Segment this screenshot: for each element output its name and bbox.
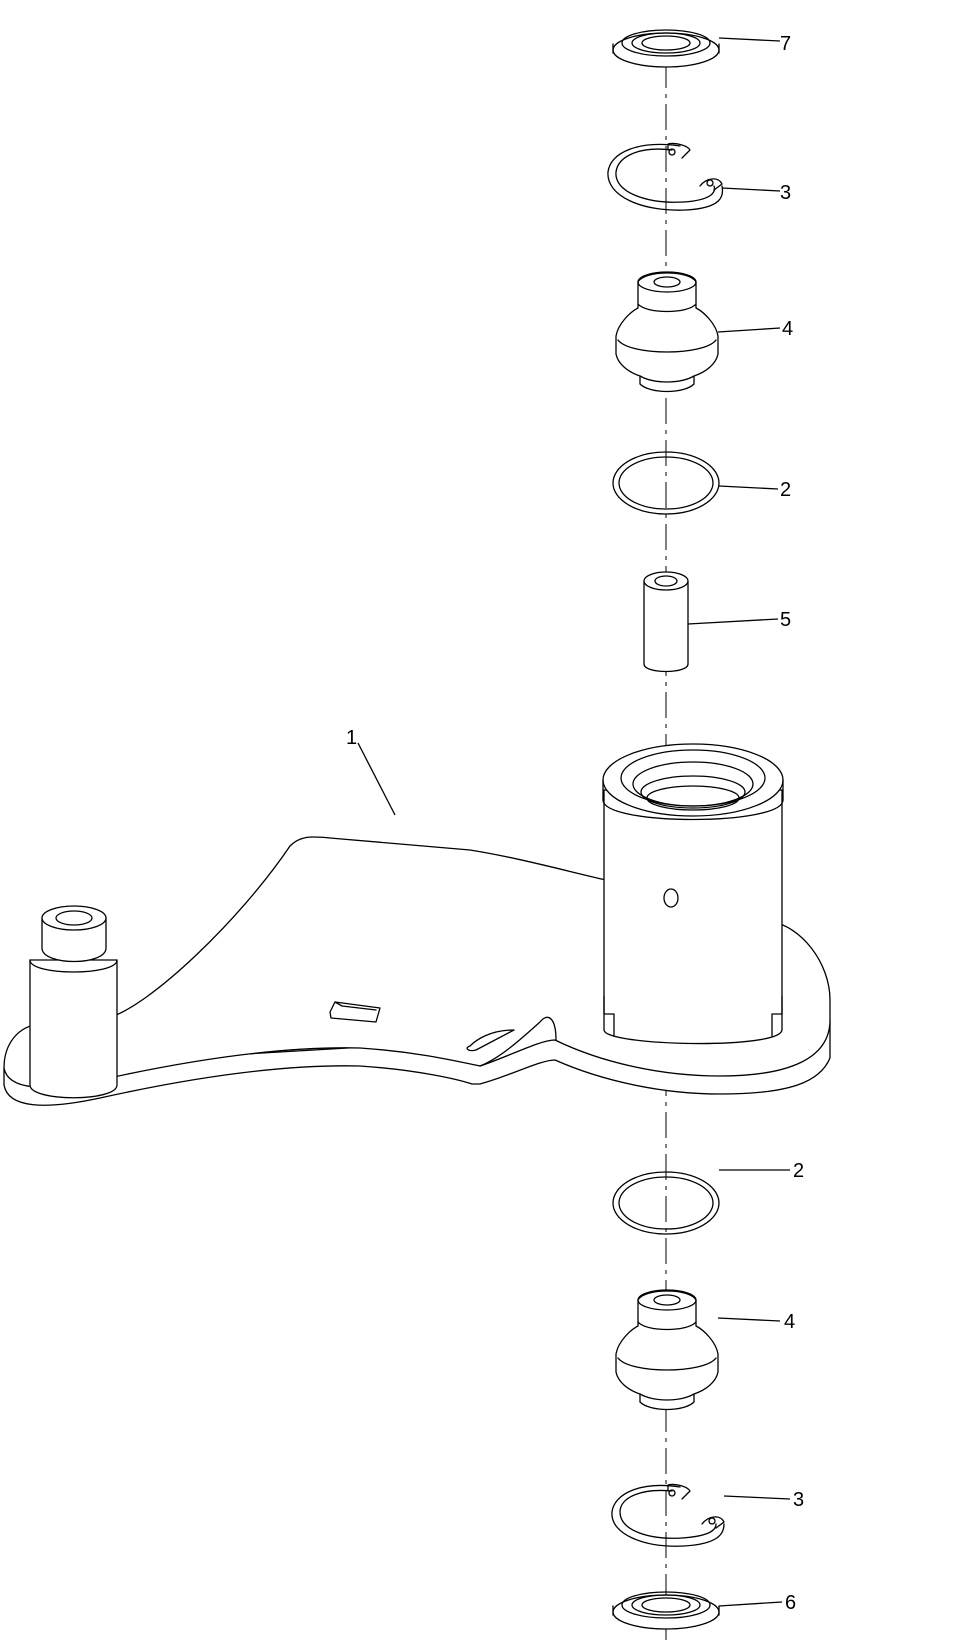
leader-2-upper [718,485,779,490]
leader-4-upper [717,327,781,333]
leader-7 [718,37,781,42]
leader-4-lower [717,1317,781,1322]
leader-5 [687,618,779,625]
callout-4-lower: 4 [784,1311,795,1333]
leader-3-lower [723,1495,791,1500]
leader-3-upper [721,187,781,192]
callout-3-lower: 3 [793,1489,804,1511]
callout-5: 5 [780,609,791,631]
leader-1 [357,742,396,816]
part-2-upper-o-ring [612,451,720,515]
part-6-seal [612,1591,720,1630]
part-1-bracket [3,743,831,1106]
part-4-upper-bushing [615,271,719,393]
leader-lines [357,37,791,1607]
callout-2-lower: 2 [793,1160,804,1182]
part-7-seal [612,29,720,68]
part-2-lower-o-ring [612,1171,720,1235]
callout-7: 7 [780,33,791,55]
callout-2-upper: 2 [780,479,791,501]
callout-1: 1 [346,727,357,749]
callout-3-upper: 3 [780,182,791,204]
callout-6: 6 [785,1592,796,1614]
leader-6 [718,1601,783,1607]
part-3-lower-retaining-ring [611,1483,725,1547]
callout-4-upper: 4 [782,318,793,340]
part-4-lower-bushing [615,1289,719,1411]
part-3-upper-retaining-ring [607,142,724,211]
part-5-pin [643,571,689,673]
